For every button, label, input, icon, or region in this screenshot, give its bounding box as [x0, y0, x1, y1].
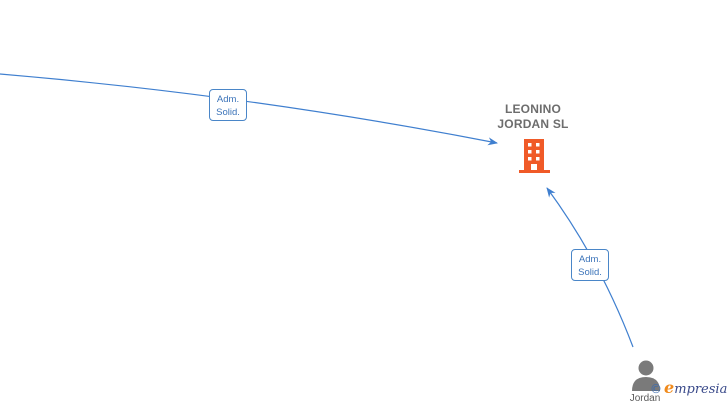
company-name[interactable]: LEONINO JORDAN SL — [497, 102, 569, 131]
copyright-symbol: © — [650, 382, 662, 396]
brand-initial: e — [664, 378, 675, 397]
edge-label-2[interactable]: Adm. Solid. — [571, 249, 609, 281]
edge-label-1[interactable]: Adm. Solid. — [209, 89, 247, 121]
person-name[interactable]: Jordan — [629, 393, 661, 404]
building-icon[interactable] — [519, 139, 550, 173]
brand-rest: mpresia — [674, 382, 728, 397]
edge-line-1 — [0, 73, 498, 146]
person-icon[interactable] — [632, 360, 660, 392]
empresia-watermark: ©empresia — [650, 378, 727, 398]
